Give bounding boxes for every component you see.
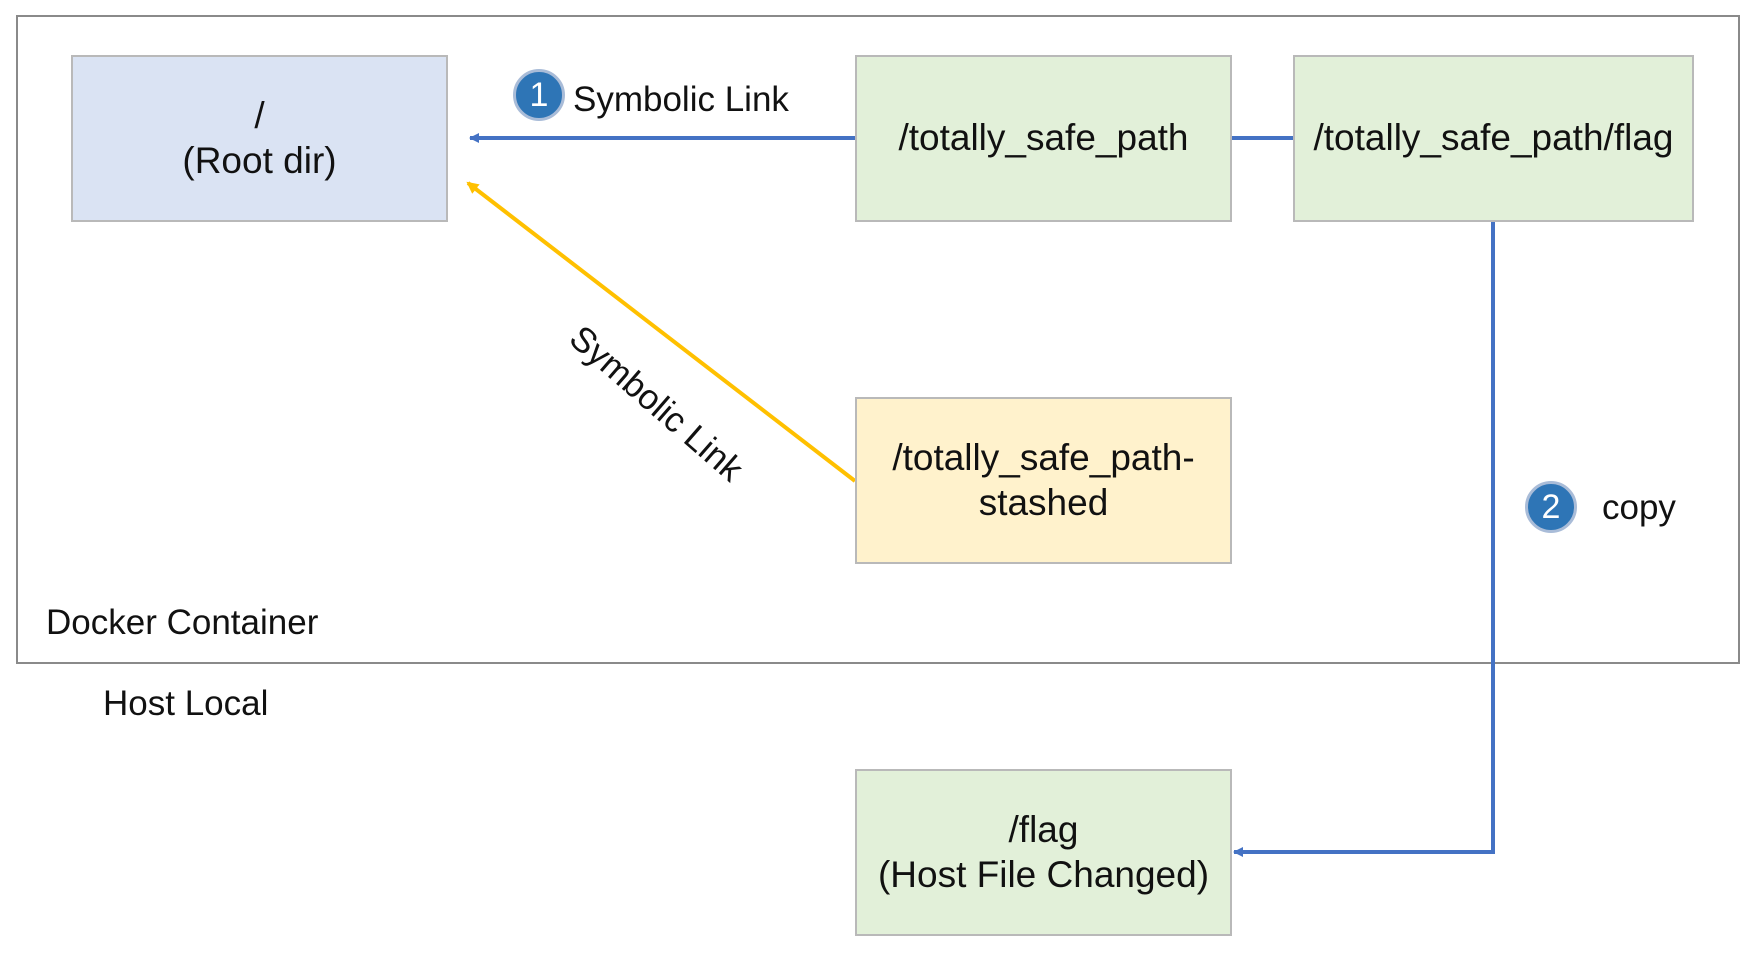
host-local-label: Host Local xyxy=(103,684,269,723)
docker-container-frame xyxy=(16,15,1740,664)
step-1-badge: 1 xyxy=(513,69,565,121)
stashed-label-line2: stashed xyxy=(978,481,1109,523)
step-2-badge: 2 xyxy=(1525,481,1577,533)
step-2-label: copy xyxy=(1602,488,1676,527)
stashed-label-line1: /totally_safe_path- xyxy=(892,437,1195,479)
symlink-arrow-stashed-to-root xyxy=(466,181,857,483)
docker-container-label: Docker Container xyxy=(46,603,319,642)
host-flag-caption: (Host File Changed) xyxy=(877,853,1210,895)
step-1-number: 1 xyxy=(529,75,549,114)
stashed-node: /totally_safe_path- stashed xyxy=(855,397,1232,564)
root-dir-path: / xyxy=(254,95,265,137)
host-flag-node: /flag (Host File Changed) xyxy=(855,769,1232,936)
step-1-label: Symbolic Link xyxy=(573,80,789,119)
host-flag-path: /flag xyxy=(1008,809,1079,851)
root-dir-node: / (Root dir) xyxy=(71,55,448,222)
safe-path-node: /totally_safe_path xyxy=(855,55,1232,222)
safe-path-label: /totally_safe_path xyxy=(898,117,1189,159)
copy-arrow-flag-to-host xyxy=(1233,221,1495,857)
safe-path-flag-node: /totally_safe_path/flag xyxy=(1293,55,1694,222)
root-dir-caption: (Root dir) xyxy=(182,139,337,181)
step-2-number: 2 xyxy=(1541,487,1561,526)
safe-path-flag-label: /totally_safe_path/flag xyxy=(1313,117,1674,159)
